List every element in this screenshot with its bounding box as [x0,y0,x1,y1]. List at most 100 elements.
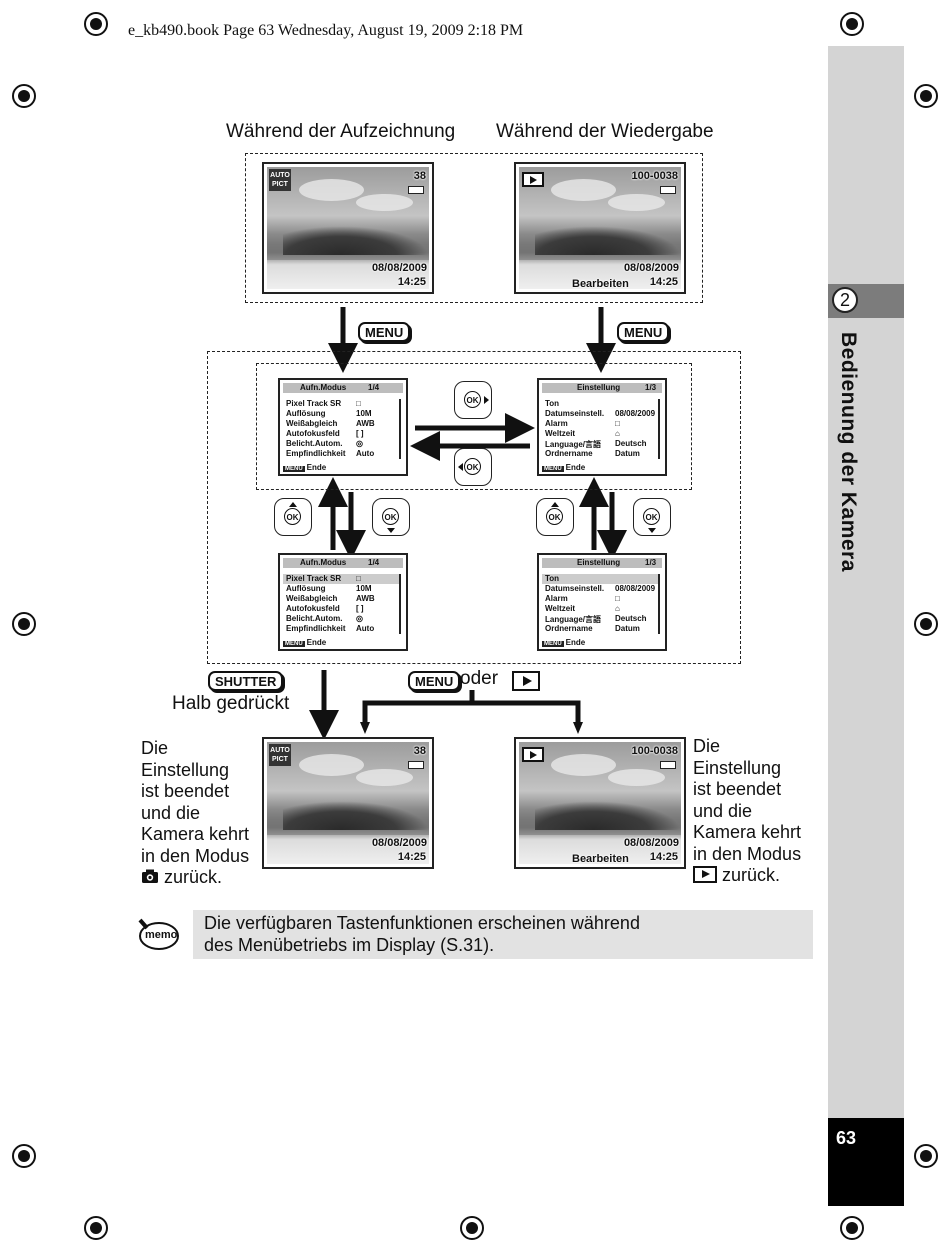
scrollbar [399,574,401,634]
beach-photo [519,742,681,864]
menu-row-value: 10M [356,409,372,418]
caption-line: Einstellung [693,757,782,778]
menu-page: 1/4 [368,558,380,567]
menu-title: Aufn.Modus [300,383,347,392]
beach-photo [267,167,429,289]
menu-end-label: Ende [306,463,327,472]
ok-label: OK [464,458,481,475]
caption-last-line: zurück. [693,865,801,887]
aufn-menu-screen-selected: Aufn.Modus 1/4 Pixel Track SR □ Auflösun… [278,553,408,651]
menu-row-label: Autofokusfeld [286,604,340,613]
menu-row-label: Language/言語 [545,615,602,624]
menu-row-label: Empfindlichkeit [286,449,346,458]
playback-mode-icon [522,747,544,762]
ok-up-button-icon: OK [274,498,312,536]
menu-row-label: Weltzeit [545,429,576,438]
einst-menu-screen-selected: Einstellung 1/3 Ton Datumseinstell. 08/0… [537,553,667,651]
menu-row-value: AWB [356,594,375,603]
menu-row-label: Alarm [545,594,568,603]
playback-date: 08/08/2009 [623,837,679,849]
menu-row-value: Deutsch [615,614,647,623]
file-number: 100-0038 [631,745,679,757]
screens-frame [245,153,703,303]
ok-label: OK [284,508,301,525]
scrollbar [399,399,401,459]
menu-button-icon: MENU [542,466,564,472]
caption-line: zurück. [164,867,223,887]
playback-time: 14:25 [649,851,678,863]
battery-icon [660,761,676,769]
menu-row-value: ⌂ [615,429,620,438]
registration-mark-icon [460,1216,484,1240]
record-time: 14:25 [397,851,426,863]
menu-row-value: 08/08/2009 [615,584,656,593]
caption-line: Einstellung [141,759,230,780]
menu-end-label: Ende [565,463,586,472]
registration-mark-icon [12,612,36,636]
playback-date: 08/08/2009 [623,262,679,274]
ok-label: OK [643,508,660,525]
menu-row-value: □ [615,419,620,428]
menu-row-value: □ [356,574,361,583]
edit-label: Bearbeiten [572,853,629,865]
chapter-number: 2 [832,287,858,313]
menu-inner-frame [256,363,692,490]
ok-up-button-icon: OK [536,498,574,536]
menu-row-label: Ton [545,574,560,583]
ok-label: OK [382,508,399,525]
auto-pict-badge: AUTO PICT [269,169,291,191]
menu-page: 1/4 [368,383,380,392]
page-header: e_kb490.book Page 63 Wednesday, August 1… [128,22,524,39]
shutter-button: SHUTTER [208,671,284,691]
menu-row-value: □ [615,594,620,603]
beach-photo [519,167,681,289]
menu-row-value: AWB [356,419,375,428]
ok-down-button-icon: OK [633,498,671,536]
menu-row-label: Belicht.Autom. [286,439,343,448]
battery-icon [408,761,424,769]
menu-row-label: Pixel Track SR [286,399,342,408]
scrollbar [658,574,660,634]
playback-mode-icon [522,172,544,187]
menu-end-label: Ende [306,638,327,647]
menu-row-value: □ [356,399,361,408]
record-screen: AUTO PICT 38 08/08/2009 14:25 [262,162,434,294]
chapter-sidebar [828,46,904,1206]
menu-row-label: Autofokusfeld [286,429,340,438]
playback-time: 14:25 [649,276,678,288]
battery-icon [408,186,424,194]
caption-line: Kamera kehrt [693,822,802,842]
menu-row-value: Deutsch [615,439,647,448]
memo-line: Die verfügbaren Tastenfunktionen erschei… [204,913,640,933]
registration-mark-icon [914,84,938,108]
menu-button: MENU [358,322,411,342]
menu-title: Aufn.Modus [300,558,347,567]
menu-row-value: 08/08/2009 [615,409,656,418]
ok-down-button-icon: OK [372,498,410,536]
shots-remaining: 38 [413,745,426,757]
recording-label: Während der Aufzeichnung [226,121,456,142]
playback-screen-result: 100-0038 08/08/2009 Bearbeiten 14:25 [514,737,686,869]
menu-button-icon: MENU [283,641,305,647]
ok-right-button-icon: OK [454,381,492,419]
record-time: 14:25 [397,276,426,288]
caption-line: in den Modus [141,845,250,866]
shots-remaining: 38 [413,170,426,182]
registration-mark-icon [84,12,108,36]
menu-header [283,558,403,568]
menu-row-label: Empfindlichkeit [286,624,346,633]
menu-row-label: Ordnername [545,449,593,458]
menu-row-value: Auto [356,624,375,633]
caption-line: ist beendet [693,779,782,799]
caption-line: Die [693,736,721,756]
caption-line: Kamera kehrt [141,824,250,844]
menu-row-label: Weißabgleich [286,594,338,603]
menu-row-label: Pixel Track SR [286,574,342,583]
menu-row-value: Datum [615,624,640,633]
menu-row-label: Ton [545,399,560,408]
menu-row-label: Auflösung [286,409,326,418]
playback-icon [693,866,717,883]
